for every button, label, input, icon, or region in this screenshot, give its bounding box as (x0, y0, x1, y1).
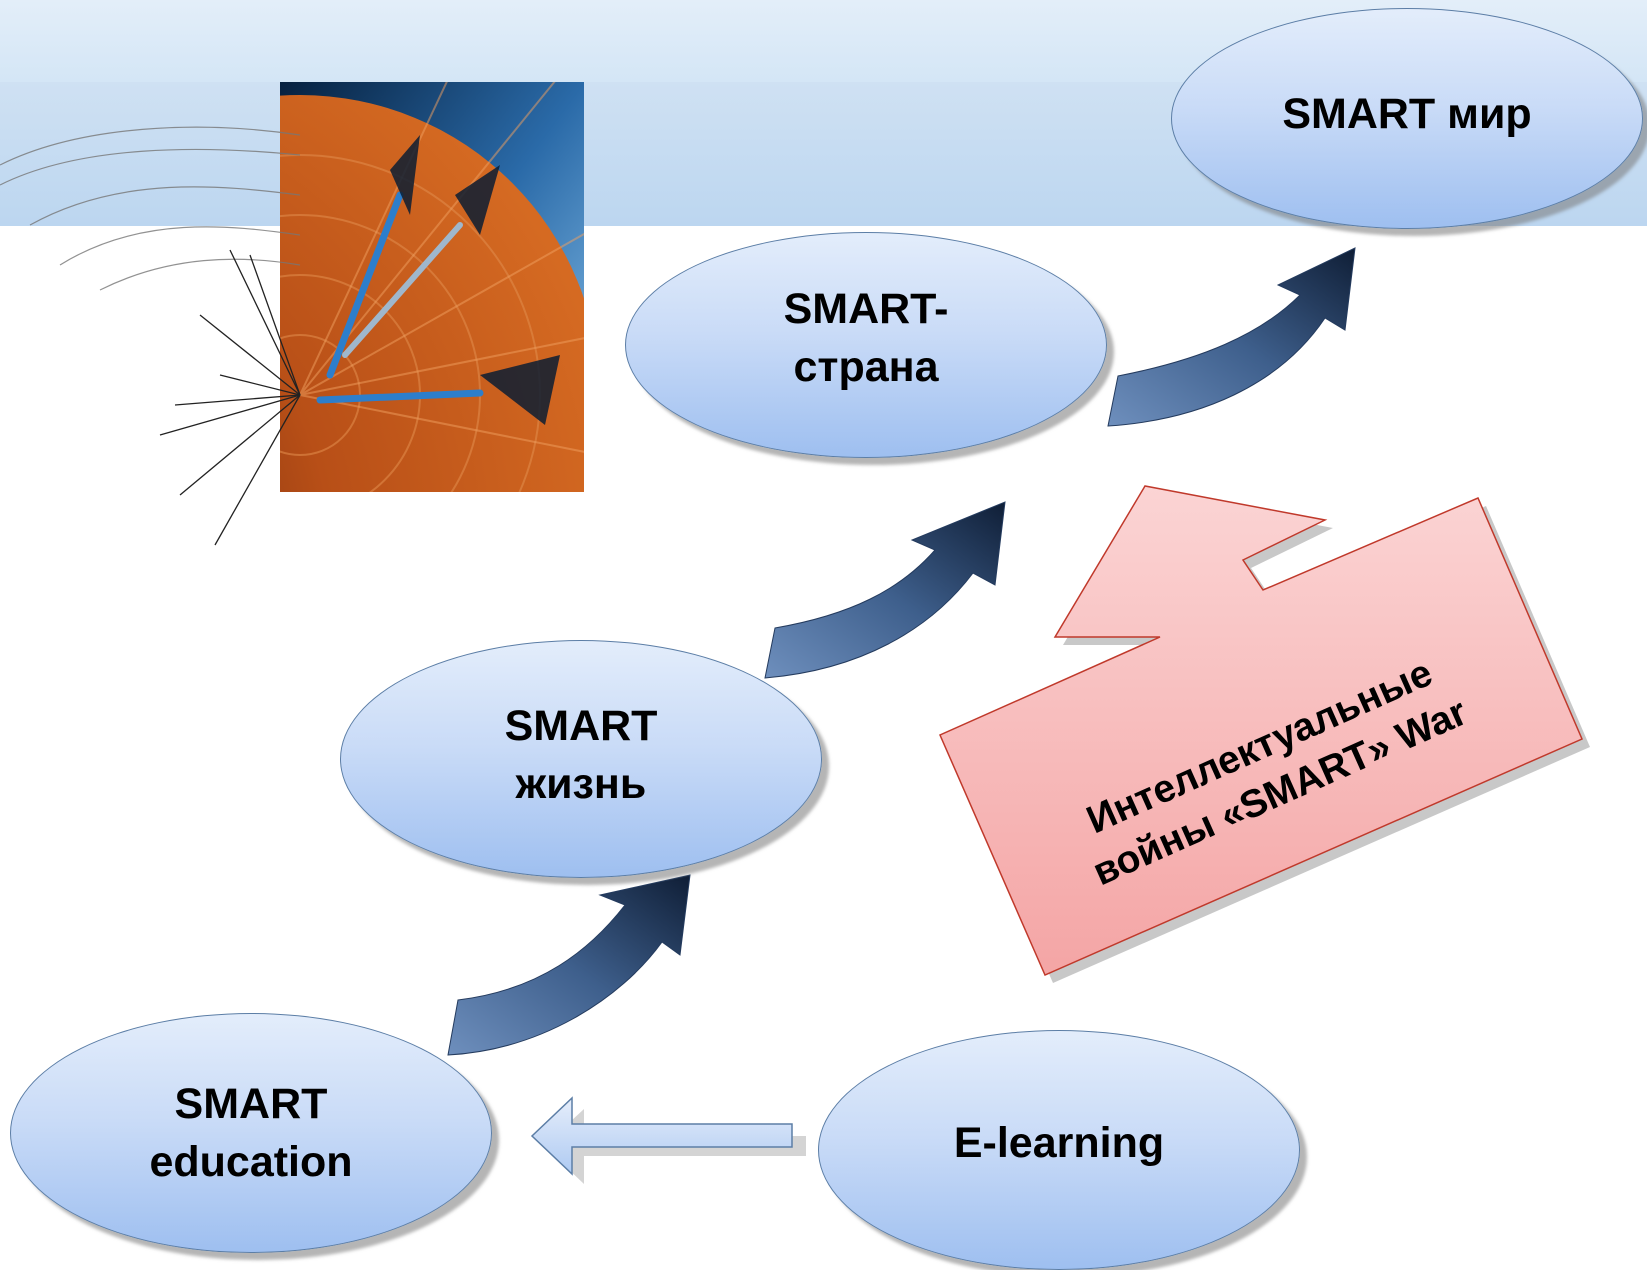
curved-arrow-icon (764, 501, 1006, 679)
node-smart-education-label: SMART education (149, 1080, 353, 1186)
node-e-learning-label: E-learning (953, 1118, 1165, 1167)
node-smart-world-label: SMART мир (1282, 89, 1532, 138)
node-e-learning: E-learning (818, 1030, 1300, 1270)
curved-arrow-icon (1107, 247, 1356, 427)
left-block-arrow-icon (530, 1096, 806, 1184)
node-smart-country: SMART- страна (625, 232, 1107, 458)
node-smart-country-label: SMART- страна (783, 285, 949, 391)
curved-arrow-icon (447, 874, 691, 1056)
node-smart-life-label: SMART жизнь (504, 702, 658, 808)
node-smart-life: SMART жизнь (340, 640, 822, 878)
node-smart-education: SMART education (10, 1013, 492, 1253)
callout-shape (939, 485, 1590, 983)
darts-dartboard-image (0, 82, 584, 546)
node-smart-world: SMART мир (1171, 8, 1643, 229)
